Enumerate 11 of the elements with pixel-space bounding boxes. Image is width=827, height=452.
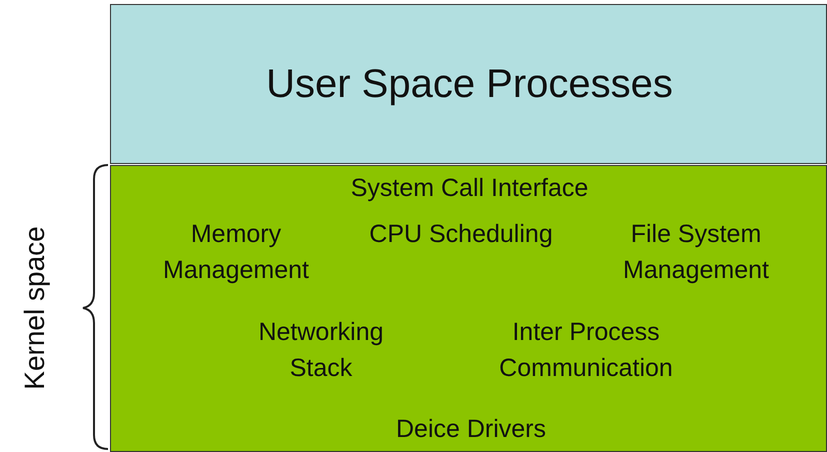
component-label: Inter Process Communication [498,317,674,384]
layer-title: User Space Processes [265,61,674,108]
component-label: Memory Management [162,219,310,286]
kernel-space-layer [110,165,827,452]
side-label: Kernel space [19,226,51,390]
component-label: System Call Interface [350,173,590,204]
component-label: CPU Scheduling [368,219,554,250]
component-label: File System Management [622,219,770,286]
component-label: Networking Stack [257,317,385,384]
user-space-layer [110,4,827,164]
component-label: Deice Drivers [394,414,548,445]
